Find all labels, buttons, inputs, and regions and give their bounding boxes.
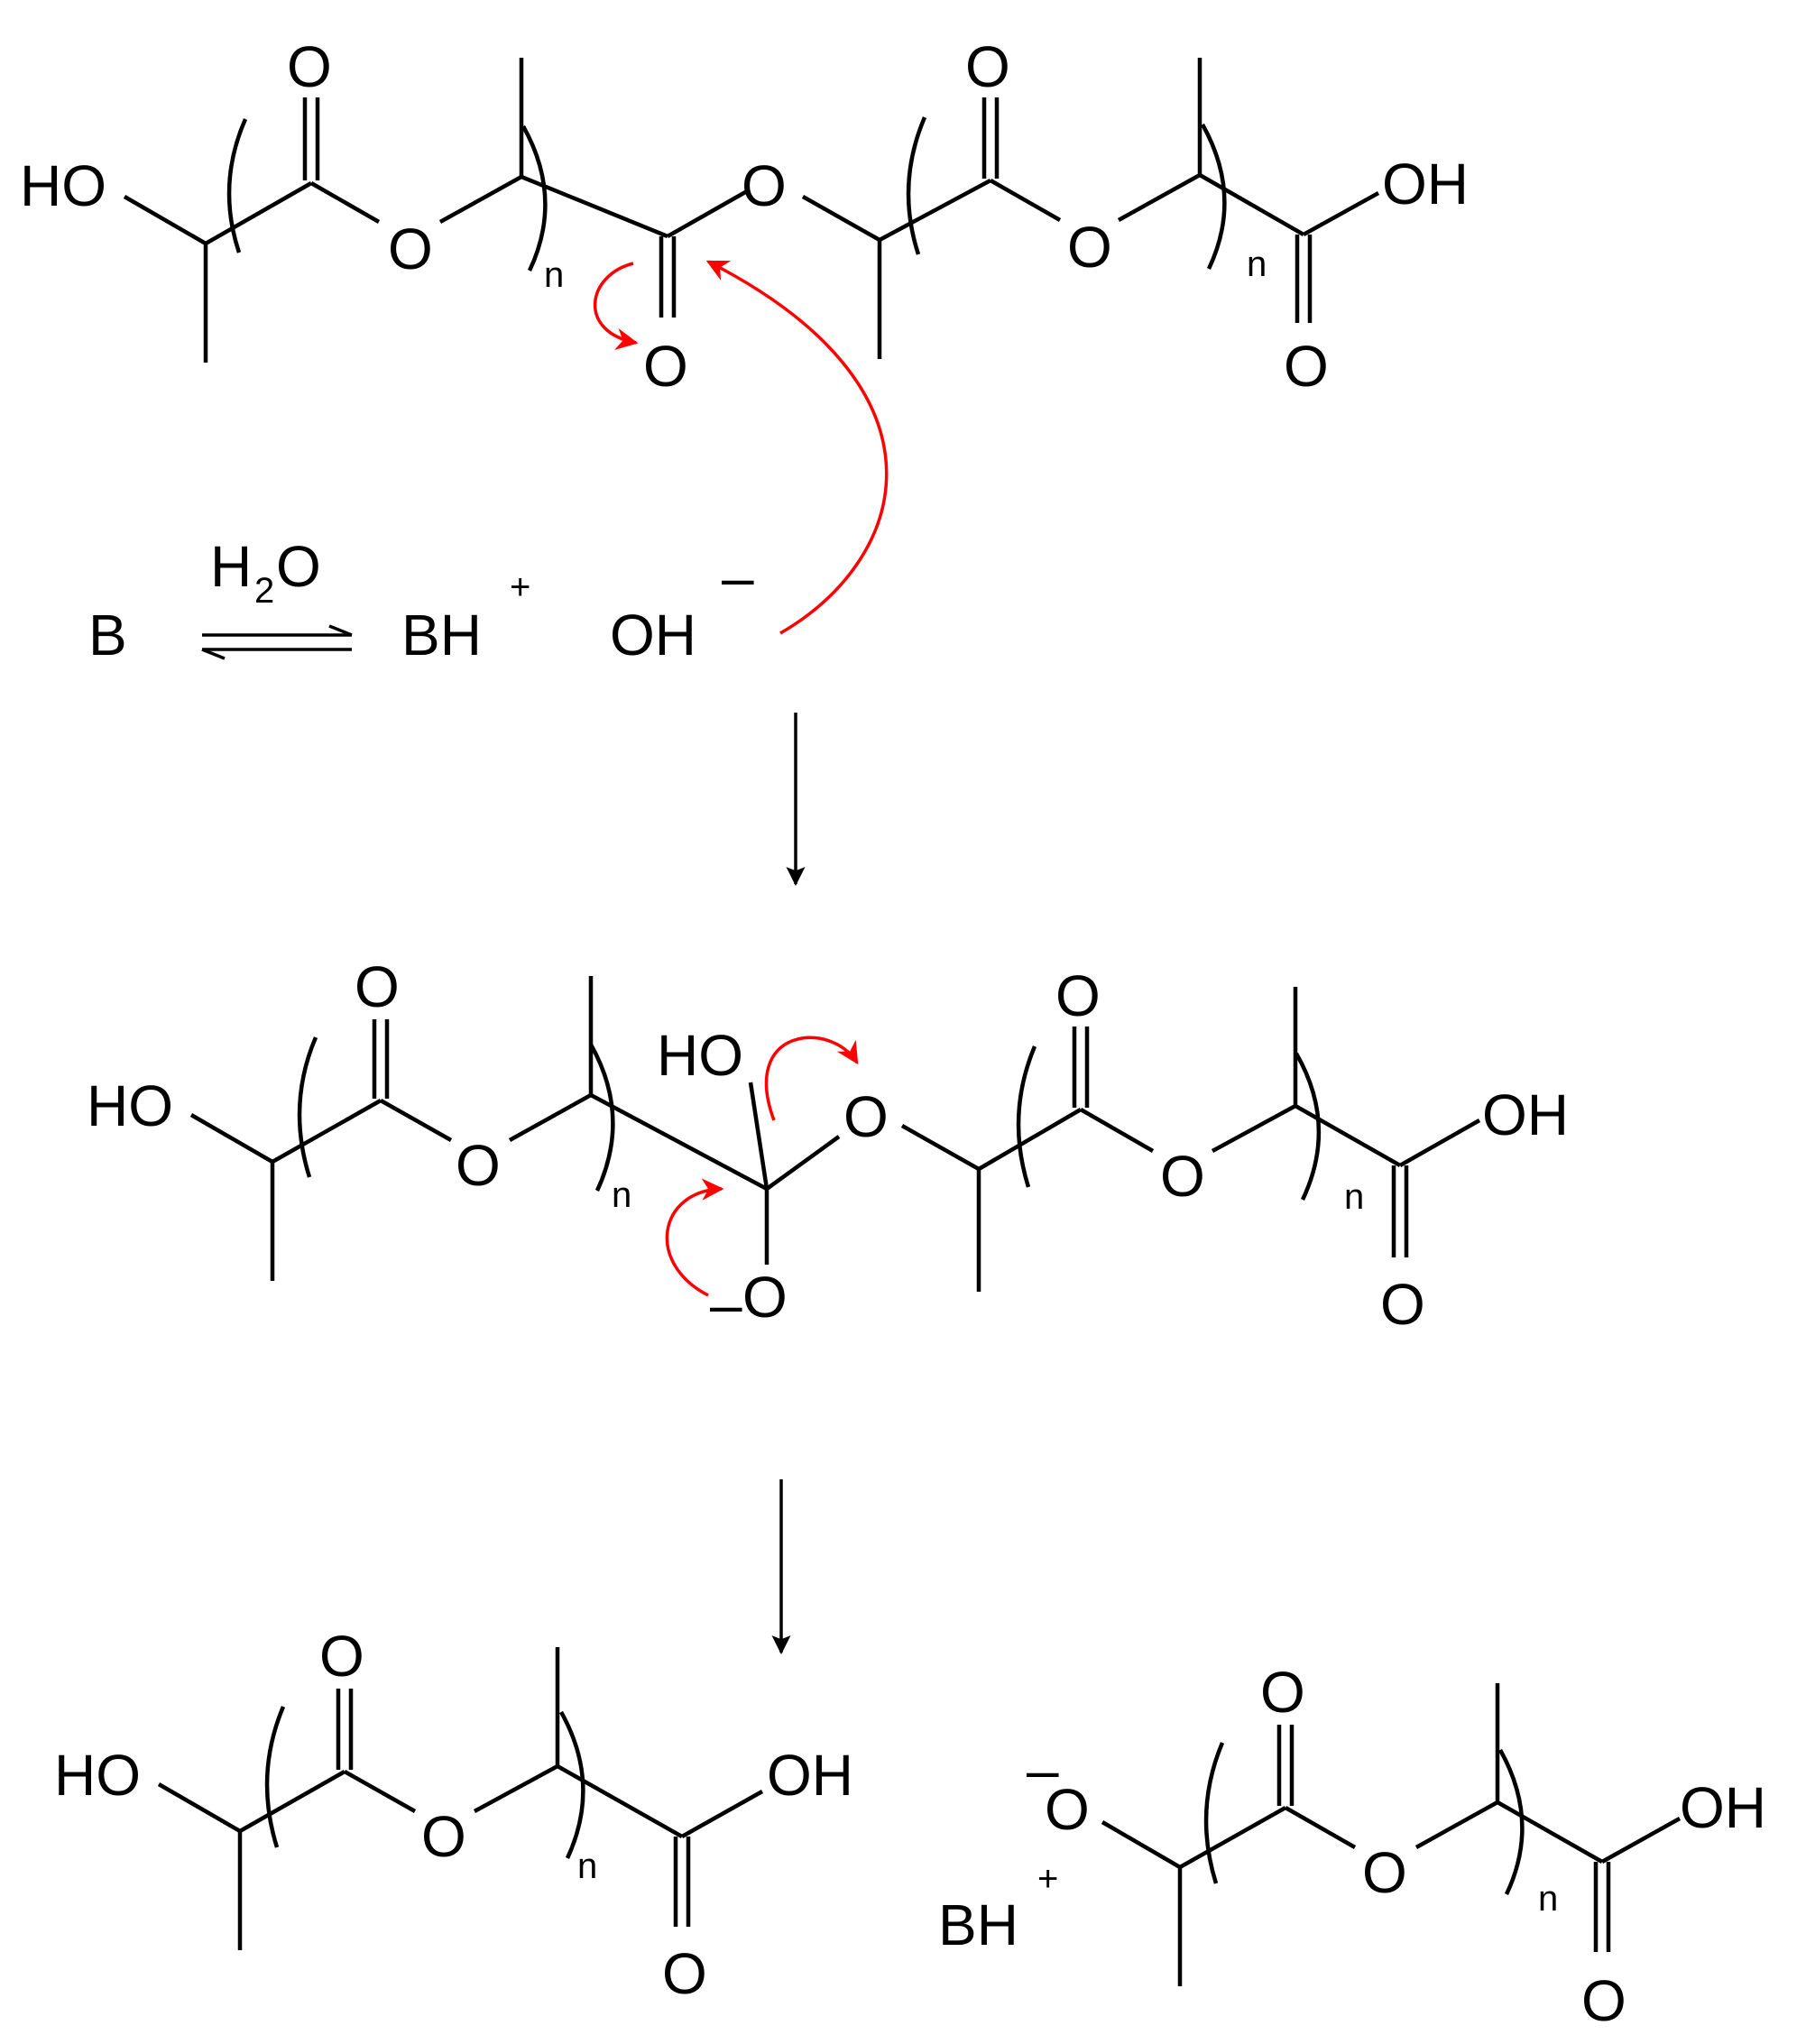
carboxyl-hydroxyl-label: OH (1680, 1775, 1766, 1840)
new-hydroxyl-label: HO (657, 1023, 743, 1088)
carbonyl-oxygen-label: O (1055, 963, 1101, 1028)
carbonyl-oxygen-label: O (1260, 1660, 1305, 1725)
open-paren (297, 1036, 318, 1178)
minus-charge-label: – (722, 545, 754, 610)
oxyanion-minus-label: – (710, 1272, 742, 1337)
close-paren (589, 1043, 615, 1192)
open-paren (226, 118, 248, 253)
tetrahedral-intermediate: HO O O n HO O – O O O n (87, 954, 1569, 1337)
carboxyl-hydroxyl-label: OH (767, 1743, 853, 1808)
plus-charge-label: + (1037, 1859, 1058, 1899)
carboxyl-oxygen-label: O (1380, 1272, 1425, 1337)
starting-polymer: HO O O n O O O O n OH (20, 34, 1469, 635)
repeat-n-label: n (1344, 1177, 1364, 1217)
ester-oxygen-label: O (1067, 215, 1112, 280)
water-subscript-label: 2 (254, 571, 274, 611)
curved-arrow-icon (764, 1036, 859, 1121)
acid-product: HO O O n OH O (54, 1624, 853, 2006)
repeat-n-label: n (1247, 244, 1267, 284)
alkoxide-product: – O O O n OH O (1027, 1660, 1766, 2033)
carbonyl-oxygen-label: O (319, 1624, 364, 1689)
base-label: B (88, 603, 127, 668)
carboxyl-oxygen-label: O (1284, 334, 1329, 399)
carboxyl-hydroxyl-label: OH (1482, 1082, 1569, 1147)
carbonyl-oxygen-label: O (287, 34, 332, 99)
close-paren (521, 124, 548, 272)
conjugate-acid-label: BH (401, 603, 482, 668)
open-paren (1203, 1742, 1225, 1884)
carbonyl-oxygen-label: O (355, 954, 400, 1019)
repeat-n-label: n (1538, 1879, 1558, 1919)
alkoxide-oxygen-label: O (1045, 1777, 1090, 1842)
target-carbonyl-oxygen-label: O (643, 334, 688, 399)
close-paren (1201, 123, 1227, 270)
bridging-oxygen-label: O (843, 1084, 889, 1149)
water-o-label: O (276, 534, 321, 599)
alkoxide-minus-label: – (1027, 1737, 1059, 1802)
curved-arrow-icon (705, 260, 889, 635)
curved-arrow-icon (593, 262, 639, 351)
carboxyl-hydroxyl-label: OH (1382, 152, 1469, 216)
base-equilibrium: B H 2 O BH + OH – (88, 534, 754, 668)
close-paren (559, 1710, 585, 1859)
curved-arrow-icon (665, 1178, 724, 1297)
carbonyl-oxygen-label: O (965, 34, 1010, 99)
ester-oxygen-label: O (421, 1804, 466, 1869)
hydroxyl-label: HO (54, 1743, 141, 1808)
counter-ion: BH + (938, 1859, 1058, 1957)
carboxyl-oxygen-label: O (662, 1941, 707, 2006)
water-h-label: H (210, 534, 252, 599)
oxyanion-oxygen-label: O (742, 1265, 788, 1330)
hydroxide-label: OH (610, 603, 696, 668)
ester-oxygen-label: O (1160, 1144, 1205, 1209)
ester-oxygen-label: O (1362, 1840, 1407, 1905)
hydroxyl-label: HO (20, 153, 106, 218)
repeat-n-label: n (544, 255, 564, 295)
repeat-n-label: n (612, 1175, 631, 1215)
backbone-oxygen-label: O (742, 153, 787, 218)
repeat-n-label: n (577, 1846, 597, 1886)
close-paren (1295, 1052, 1322, 1201)
conjugate-acid-label: BH (938, 1892, 1018, 1957)
close-paren (1498, 1748, 1525, 1895)
hydroxyl-label: HO (87, 1073, 173, 1138)
plus-charge-label: + (510, 567, 530, 607)
open-paren (264, 1706, 286, 1848)
equilibrium-arrow-icon (201, 624, 353, 660)
ester-oxygen-label: O (388, 216, 433, 281)
open-paren (906, 116, 927, 255)
ester-oxygen-label: O (456, 1133, 501, 1198)
open-paren (1016, 1045, 1037, 1188)
carboxyl-oxygen-label: O (1581, 1968, 1626, 2033)
